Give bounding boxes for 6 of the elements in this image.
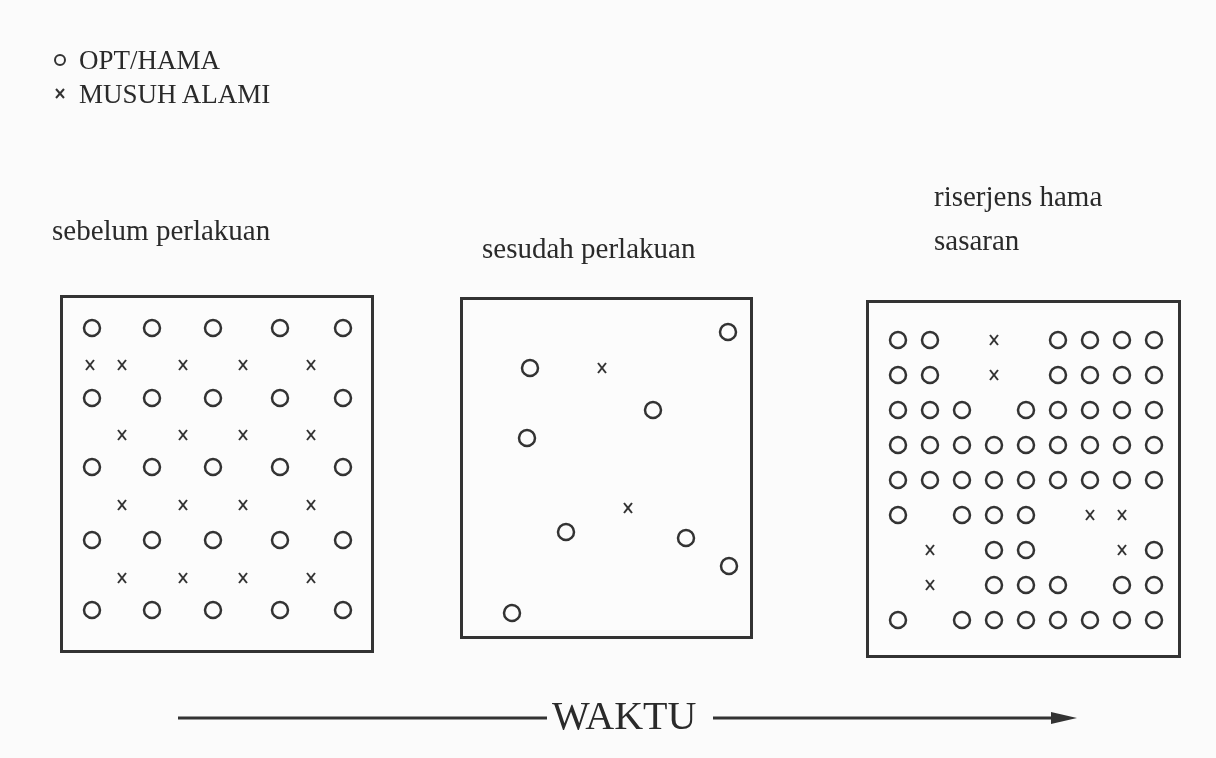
panel-heading: sesudah perlakuan (482, 231, 697, 266)
panel-heading: sebelum perlakuan (52, 213, 272, 248)
panel-heading: riserjens hama sasaran (934, 179, 1104, 258)
legend-label: MUSUH ALAMI (79, 78, 271, 110)
axis-label: WAKTU (552, 692, 697, 740)
legend-label: OPT/HAMA (79, 44, 220, 76)
